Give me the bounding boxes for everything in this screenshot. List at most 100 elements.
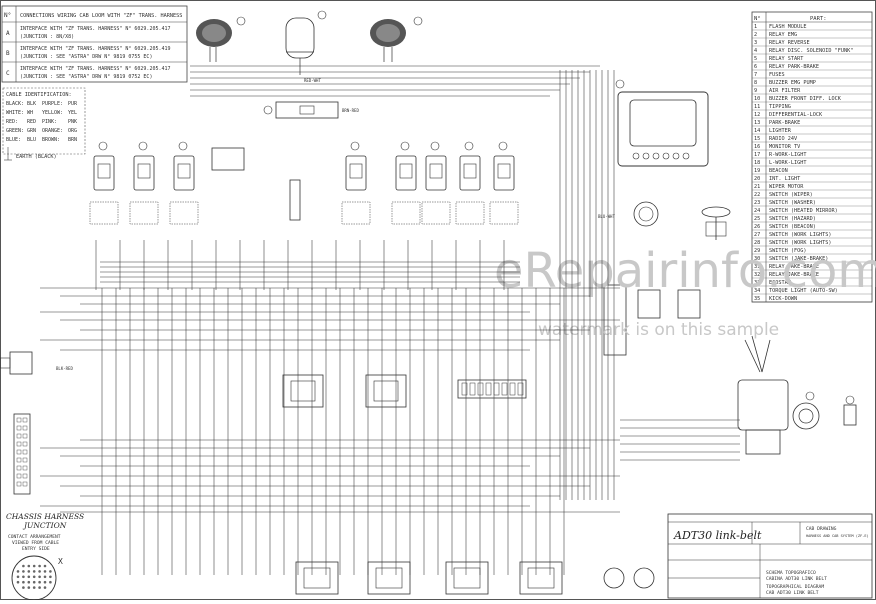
watermark-note: watermark is on this sample [538,320,779,340]
cable-id-black-code: BLK [27,101,36,107]
lighter: BLU-WHT [598,201,659,227]
parts-row-name: FUSES [769,72,785,78]
cable-id-brown: BROWN: [42,137,60,143]
parts-row-number: 1 [754,24,757,30]
parts-row-number: 14 [754,128,760,134]
parts-row-name: RELAY REVERSE [769,40,810,46]
connections-row-c-line2: (JUNCTION : SEE "ASTRA" DRW N° 9819 0752… [20,74,152,80]
parts-row-number: 2 [754,32,757,38]
cable-id-green-code: GRN [27,128,36,134]
parts-row-number: 17 [754,152,760,158]
parts-row-name: TIPPING [769,104,791,110]
parts-header-part: PART: [810,16,827,22]
cable-id-brown-code: BRN [68,137,77,143]
parts-header-no: N° [754,16,761,22]
kick-down-switch [843,395,857,426]
title-cab-drawing: CAB DRAWING [806,526,837,532]
parts-row-name: SWITCH (FOG) [769,248,806,254]
beacon-lamp: RED-WHT [285,10,327,83]
parts-row-name: KICK-DOWN [769,296,797,302]
parts-row-name: RELAY EMG [769,32,797,38]
cable-id-red: RED: [6,119,18,125]
parts-row-number: 30 [754,256,760,262]
parts-row-name: FLASH MODULE [769,24,806,30]
parts-row-number: 6 [754,64,757,70]
parts-row-number: 26 [754,224,760,230]
parts-row-name: BUZZER EMG PUMP [769,80,816,86]
title-model: ADT30 link-belt [673,529,762,542]
connections-row-b-line2: (JUNCTION : SEE "ASTRA" DRW N° 9819 0755… [20,54,152,60]
parts-row-number: 33 [754,280,760,286]
connections-row-a-key: A [6,30,10,37]
parts-row-number: 25 [754,216,760,222]
chassis-title-1: CHASSIS HARNESS [6,512,84,521]
chassis-harness-junction: CHASSIS HARNESS JUNCTION CONTACT ARRANGE… [6,512,84,601]
parts-row-name: RELAY DISC. SOLENOID "FUNK" [769,48,853,54]
joystick [737,335,789,455]
parts-row-number: 4 [754,48,757,54]
parts-row-name: AIR FILTER [769,88,801,94]
connections-row-b-line1: INTERFACE WITH "ZF TRANS. HARNESS" N° 60… [20,46,171,52]
watermark-brand: eRepairinfo.com [494,243,876,299]
parts-row-name: SWITCH (HEATED MIRROR) [769,208,838,214]
horn-button [792,391,820,430]
cable-id-pink: PINK: [42,119,57,125]
parts-row-number: 34 [754,288,760,294]
parts-row-name: SWITCH (WASHER) [769,200,816,206]
parts-row-name: LIGHTER [769,128,792,134]
relay-module-right [365,374,407,408]
parts-row-number: 20 [754,176,760,182]
connections-row-c-line1: INTERFACE WITH "ZF TRANS. HARNESS" N° 60… [20,66,171,72]
parts-row-name: SWITCH (JAKE-BRAKE) [769,256,828,262]
parts-row-name: RELAY PARK-BRAKE [769,64,819,70]
cable-id-yellow-code: YEL [68,110,77,116]
cab-connector [13,413,31,495]
parts-row-name: SWITCH (WORK LIGHTS) [769,240,831,246]
parts-row-number: 13 [754,120,760,126]
chassis-mark-x: X [58,557,63,566]
title-block: ADT30 link-belt CAB DRAWING HARNESS AND … [667,513,873,599]
parts-row-number: 16 [754,144,760,150]
parts-row-name: SWITCH (WIPER) [769,192,813,198]
parts-row-number: 5 [754,56,757,62]
monitor-tv [615,79,709,167]
chassis-sub-3: ENTRY SIDE [22,546,50,552]
interior-light: BRN-RED [263,101,359,119]
cable-id-green: GREEN: [6,128,24,134]
cable-id-title: CABLE IDENTIFICATION: [6,92,72,98]
switch-panel [89,141,519,225]
interior-light-wire: BRN-RED [342,108,359,113]
cable-id-yellow: YELLOW: [42,110,63,116]
connections-header-no: N° [4,12,11,19]
parts-row-number: 27 [754,232,760,238]
title-sub-drawing: HARNESS AND CAB SYSTEM (ZF-E) [806,534,869,538]
cable-id-purple: PURPLE: [42,101,63,107]
parts-row-number: 19 [754,168,760,174]
title-line-4: CAB ADT30 LINK BELT [766,590,819,596]
bottom-relay-modules [295,561,655,595]
chassis-sub-2: VIEWED FROM CABLE [12,540,59,546]
parts-row-name: RELAY JAKE-BRAKE [769,272,819,278]
parts-row-number: 10 [754,96,760,102]
parts-row-name: R-WORK-LIGHT [769,152,806,158]
chassis-title-2: JUNCTION [22,521,67,530]
title-line-3: TOPOGRAPHICAL DIAGRAM [766,584,824,590]
cable-identification: CABLE IDENTIFICATION: BLACK: BLK PURPLE:… [2,87,86,161]
connections-row-b-key: B [6,50,10,57]
parts-row-name: ECOSTAT [769,280,791,286]
cable-id-blue: BLUE: [6,137,21,143]
relay-module-left [282,374,324,408]
connections-header-title: CONNECTIONS WIRING CAB LOOM WITH "ZF" TR… [20,13,182,19]
parts-row-number: 11 [754,104,760,110]
connections-row-a-line1: INTERFACE WITH "ZF TRANS. HARNESS" N° 60… [20,26,171,32]
title-line-2: CABINA ADT30 LINK BELT [766,576,827,582]
parts-row-name: MONITOR TV [769,144,800,150]
parts-row-number: 9 [754,88,757,94]
parts-row-number: 7 [754,72,757,78]
connections-row-c-key: C [6,70,10,77]
parts-row-number: 8 [754,80,757,86]
parts-row-name: PARK-BRAKE [769,120,800,126]
work-light-left [196,16,246,62]
